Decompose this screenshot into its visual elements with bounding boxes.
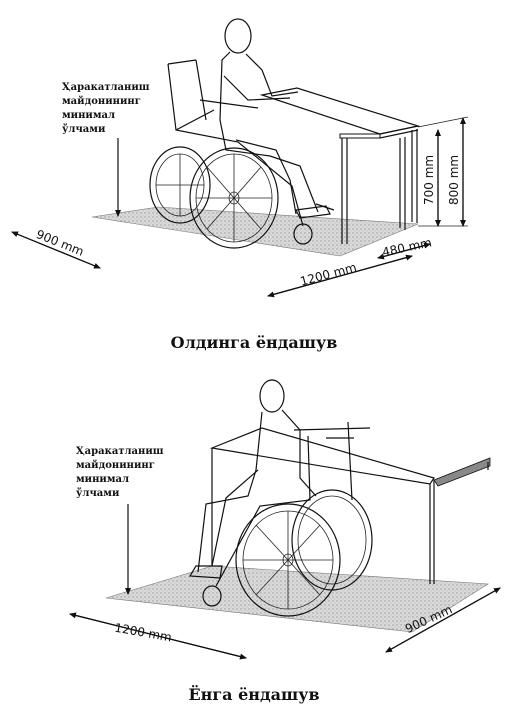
wheelchair-side-view [202,421,373,617]
area-label-top-line-1: Ҳаракатланиш [62,82,150,93]
table [259,87,421,244]
area-label-bottom: Ҳаракатланиш майдонининг минимал ўлчами [76,446,164,595]
area-label-top-line-3: минимал [62,110,115,121]
dim-width-top-label: 1200 mm [299,260,358,288]
side-approach-figure: Ҳаракатланиш майдонининг минимал ўлчами … [69,379,501,704]
area-label-top: Ҳаракатланиш майдонининг минимал ўлчами [62,82,150,217]
dim-knee-height-label: 700 mm [422,155,436,205]
area-label-top-line-4: ўлчами [62,124,106,135]
dim-width-bottom-label: 1200 mm [114,621,173,645]
dimension-900-top: 900 mm [11,227,101,269]
person-seated-front [219,18,335,219]
dim-table-height-label: 800 mm [447,155,461,205]
area-label-bottom-line-1: Ҳаракатланиш [76,446,164,457]
area-label-bottom-line-4: ўлчами [76,488,120,499]
floor-clearance-area-bottom [105,565,489,633]
dimension-480: 480 mm [377,235,433,259]
area-label-bottom-line-3: минимал [76,474,129,485]
dimension-1200-bottom: 1200 mm [69,612,247,660]
front-approach-figure: Ҳаракатланиш майдонининг минимал ўлчами … [11,18,469,352]
area-label-bottom-line-2: майдонининг [76,460,155,471]
wheelchair-front-view [149,59,313,249]
dim-table-depth-label: 480 mm [381,235,433,259]
dim-depth-top-label: 900 mm [34,227,86,259]
side-counter [209,427,491,584]
floor-clearance-area-top [91,206,419,257]
area-label-top-line-2: майдонининг [62,96,141,107]
dimension-1200-top: 1200 mm [267,254,413,298]
caption-front-approach: Олдинга ёндашув [171,333,338,352]
dimension-heights: 700 mm 800 mm [417,116,469,227]
person-seated-side [188,379,317,579]
caption-side-approach: Ёнга ёндашув [188,684,319,704]
